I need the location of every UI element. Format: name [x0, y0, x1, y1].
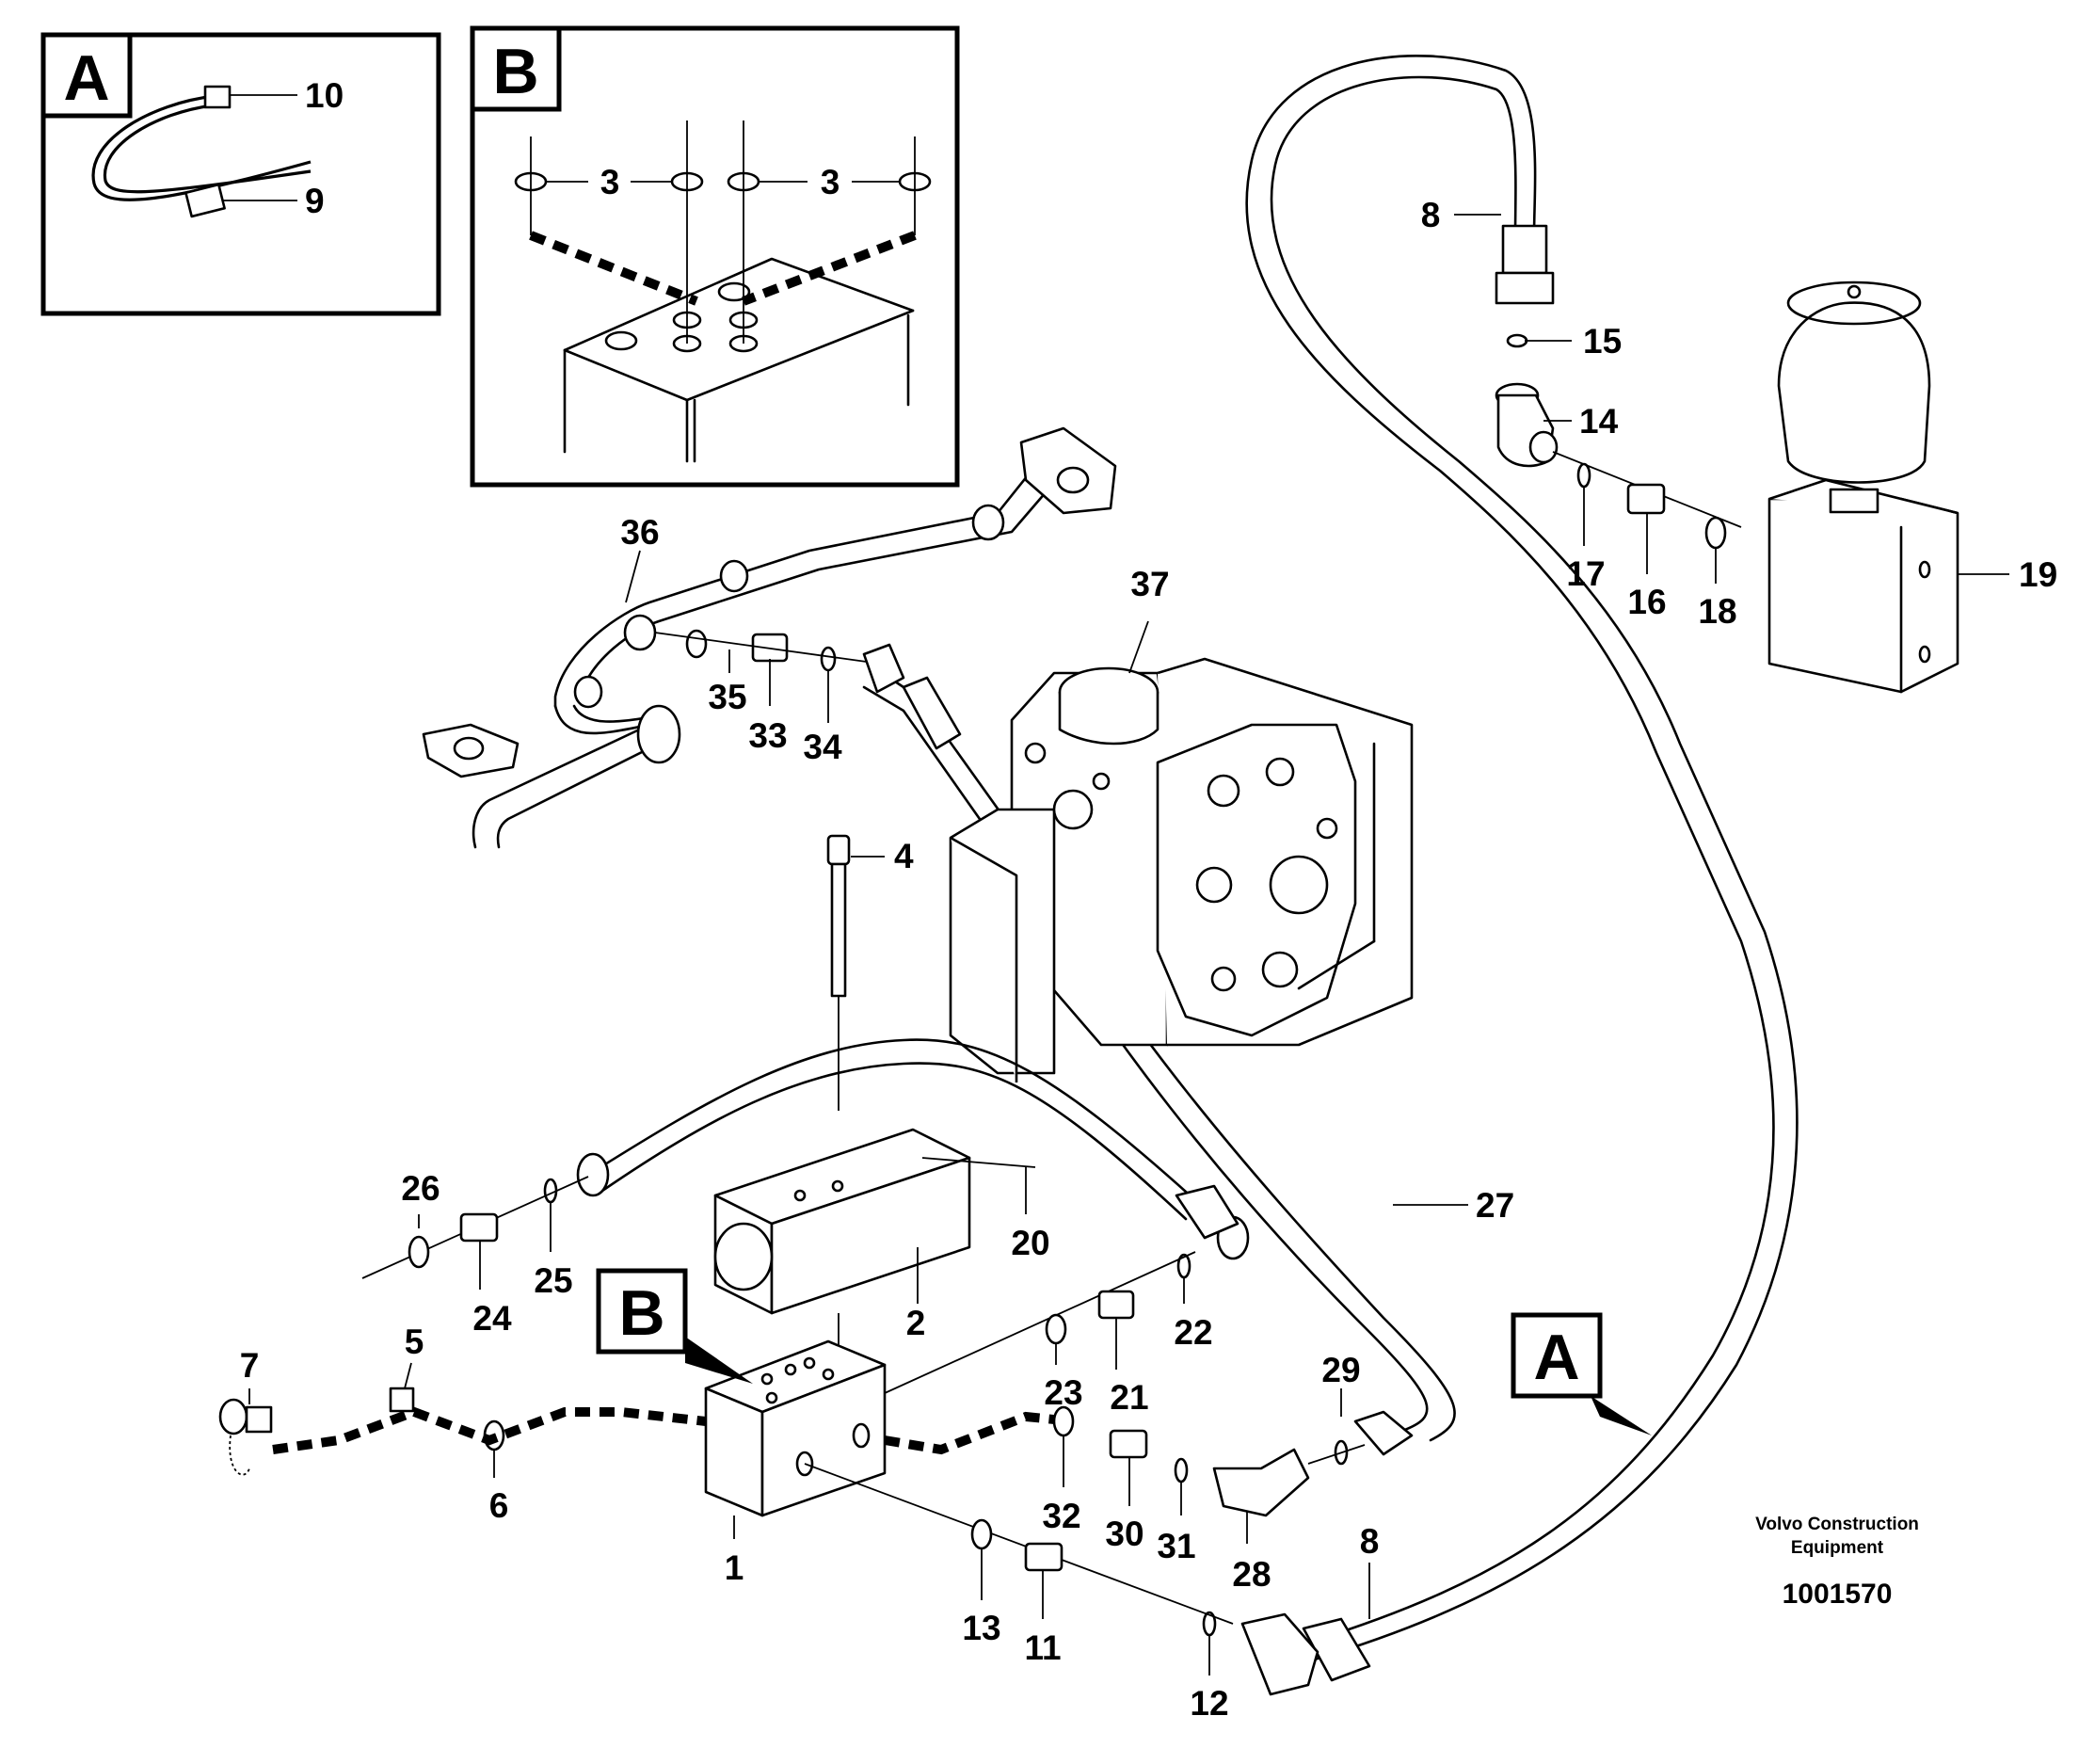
callout-29: 29 [1321, 1351, 1360, 1389]
callout-8-bottom: 8 [1360, 1522, 1380, 1561]
callout-24: 24 [472, 1299, 512, 1338]
callout-13: 13 [962, 1609, 1000, 1647]
callout-8-top: 8 [1421, 196, 1441, 234]
detail-a-letter: A [63, 42, 109, 114]
ref-marker-a: A [1511, 1312, 1652, 1435]
callout-27: 27 [1476, 1186, 1514, 1225]
company-line-1: Volvo Construction [1755, 1515, 1919, 1534]
fitting-group-21-23 [884, 1251, 1196, 1394]
callout-30: 30 [1105, 1515, 1143, 1553]
callout-25: 25 [534, 1261, 572, 1300]
drawing-number: 1001570 [1783, 1579, 1893, 1610]
cable-tie-drawing [91, 85, 312, 218]
company-line-2: Equipment [1791, 1538, 1884, 1558]
valve-assembly-37 [949, 657, 1414, 1082]
valve-block-top-view [563, 257, 915, 463]
tube-20 [361, 1038, 1250, 1279]
callout-33: 33 [748, 716, 787, 755]
callout-21: 21 [1110, 1378, 1148, 1417]
callout-37: 37 [1130, 565, 1169, 603]
hose-8 [1240, 54, 1799, 1696]
callout-32: 32 [1042, 1497, 1080, 1535]
bolt-4 [826, 834, 885, 1111]
accumulator-19 [1767, 281, 1959, 694]
block-2 [713, 1128, 971, 1315]
callout-16: 16 [1627, 583, 1666, 621]
callout-10: 10 [305, 76, 344, 115]
callout-7: 7 [240, 1346, 260, 1385]
block-1 [704, 1339, 887, 1517]
callout-26: 26 [401, 1169, 440, 1208]
fitting-group-11-13 [804, 1463, 1234, 1637]
callout-15: 15 [1583, 322, 1622, 361]
callout-6: 6 [489, 1486, 509, 1525]
callout-12: 12 [1190, 1684, 1228, 1723]
callout-14: 14 [1579, 402, 1619, 441]
ref-marker-b: B [596, 1268, 753, 1384]
callout-22: 22 [1174, 1313, 1212, 1352]
callout-5: 5 [405, 1323, 424, 1361]
callout-labels: 36 37 35 33 34 4 8 15 14 17 16 18 19 20 … [240, 196, 2057, 1723]
fitting-group-24-26 [408, 1178, 558, 1269]
fitting-group-14-18 [1495, 333, 1742, 550]
callout-31: 31 [1157, 1527, 1195, 1565]
fitting-group-28-32 [1052, 1405, 1366, 1517]
callout-11: 11 [1024, 1628, 1061, 1667]
callout-19: 19 [2019, 555, 2057, 594]
callout-34: 34 [803, 728, 842, 766]
callout-35: 35 [708, 678, 746, 716]
detail-b-panel: B 3 3 [470, 25, 960, 488]
ref-marker-a-letter: A [1533, 1322, 1579, 1393]
callout-4: 4 [894, 837, 914, 875]
callout-23: 23 [1044, 1373, 1082, 1412]
pipe-36 [422, 426, 1117, 849]
callout-1: 1 [725, 1548, 744, 1587]
detail-b-letter: B [492, 36, 538, 107]
hose-27 [862, 643, 1456, 1456]
connection-path-1-32 [884, 1411, 1074, 1455]
callout-20: 20 [1011, 1224, 1049, 1262]
callout-28: 28 [1232, 1555, 1271, 1594]
coupling-7 [218, 1398, 273, 1476]
fitting-5 [389, 1387, 415, 1413]
callout-9: 9 [305, 182, 325, 220]
footer-block: Volvo Construction Equipment 1001570 [1755, 1515, 1919, 1610]
connection-path-7-1 [272, 1406, 707, 1454]
fitting-group-33-35 [654, 629, 881, 672]
callout-17: 17 [1566, 554, 1605, 593]
ref-marker-b-letter: B [618, 1277, 664, 1349]
callout-36: 36 [620, 513, 659, 552]
callout-3-left: 3 [600, 163, 620, 201]
leader-lines [248, 214, 2009, 1676]
callout-3-right: 3 [821, 163, 840, 201]
callout-2: 2 [906, 1304, 926, 1342]
detail-a-panel: A 10 9 [40, 32, 441, 316]
callout-18: 18 [1698, 592, 1736, 631]
